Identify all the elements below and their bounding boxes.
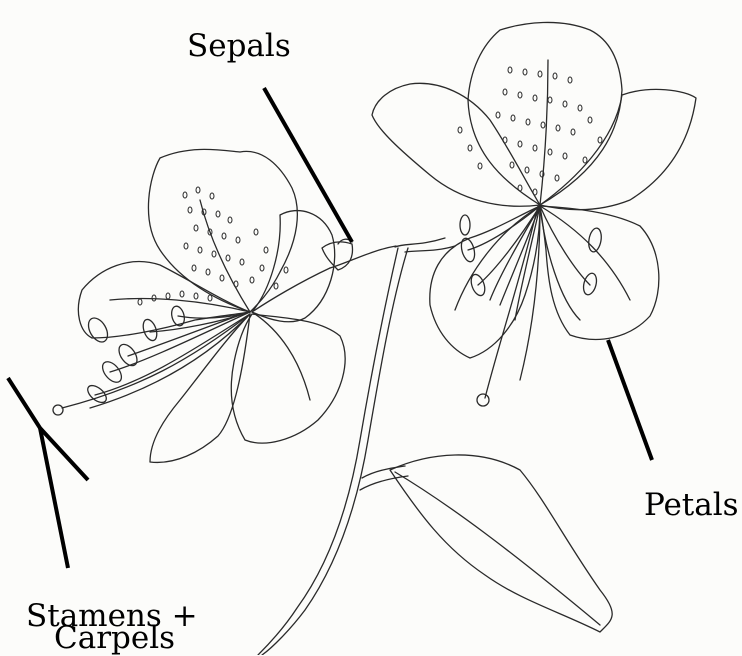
stamens-carpels-pointer-stem — [40, 428, 68, 568]
stem — [258, 238, 455, 655]
petal-spots — [138, 187, 288, 305]
sepals-pointer-line — [264, 88, 352, 242]
left-flower — [53, 149, 396, 462]
petals-pointer-line — [608, 340, 652, 460]
right-flower — [372, 22, 696, 406]
stamens-carpels-label-line2: Carpels — [54, 620, 175, 656]
sepals-label: Sepals — [187, 28, 291, 64]
leaf — [390, 455, 612, 632]
petals-label: Petals — [644, 487, 739, 523]
